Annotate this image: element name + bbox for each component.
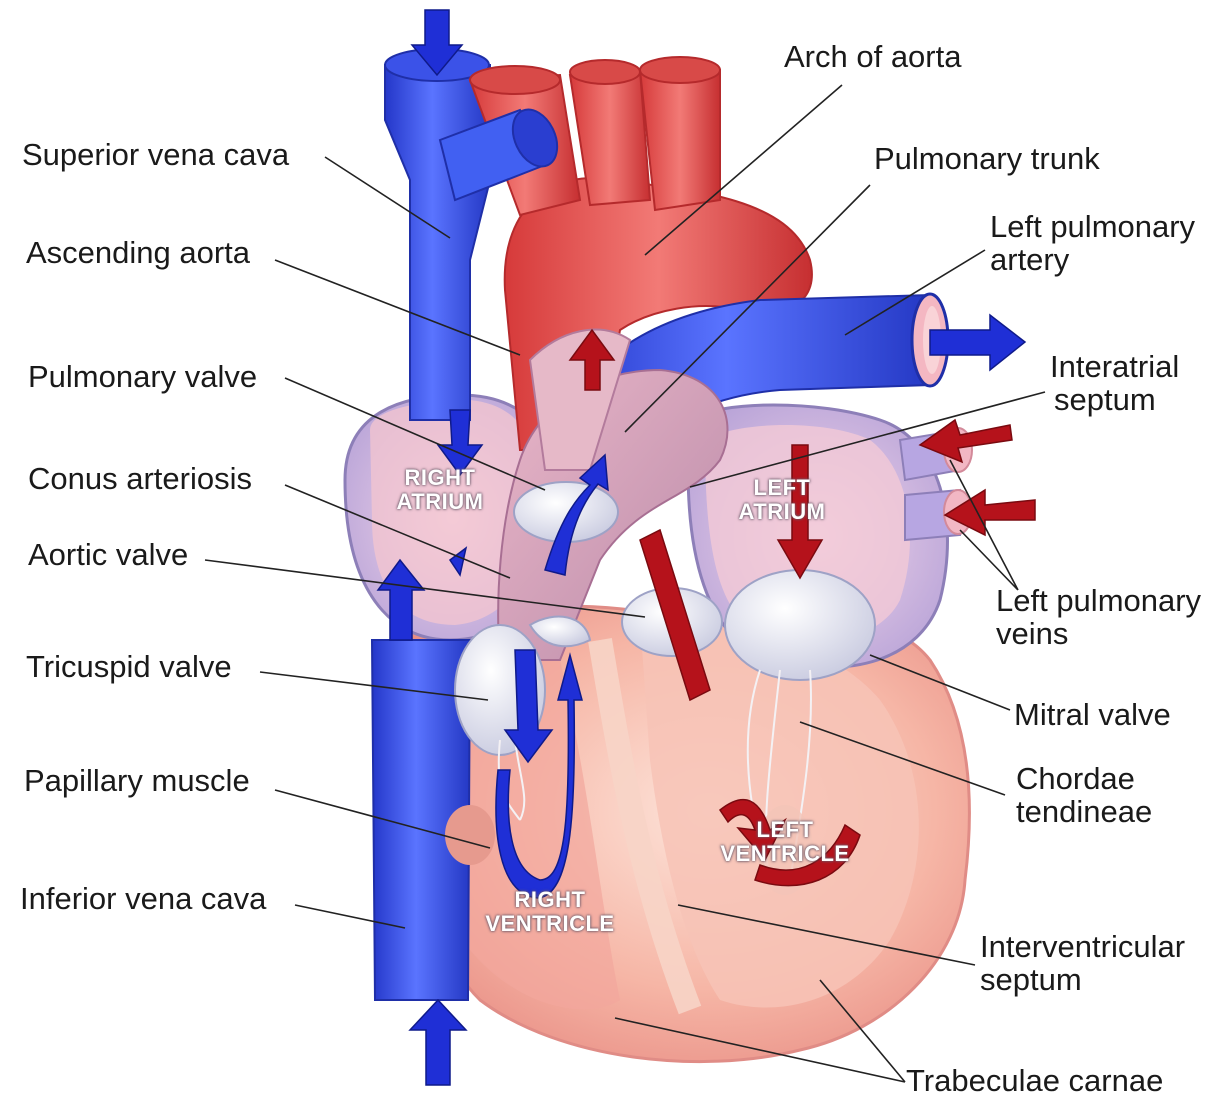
label-interatrial-septum-line2: septum bbox=[1050, 383, 1179, 416]
right-ventricle-label: RIGHT VENTRICLE bbox=[465, 888, 635, 936]
label-ascending-aorta: Ascending aorta bbox=[26, 236, 250, 269]
label-left-pulmonary-artery-line1: Left pulmonary bbox=[990, 210, 1195, 243]
right-atrium-label-line2: ATRIUM bbox=[380, 490, 500, 514]
left-ventricle-label-line2: VENTRICLE bbox=[700, 842, 870, 866]
label-left-pulmonary-veins-line2: veins bbox=[996, 617, 1201, 650]
right-atrium-label: RIGHT ATRIUM bbox=[380, 466, 500, 514]
left-atrium-label-line1: LEFT bbox=[722, 476, 842, 500]
right-atrium-label-line1: RIGHT bbox=[380, 466, 500, 490]
label-conus-arteriosis: Conus arteriosis bbox=[28, 462, 252, 495]
label-left-pulmonary-veins-line1: Left pulmonary bbox=[996, 584, 1201, 617]
label-arch-of-aorta: Arch of aorta bbox=[784, 40, 961, 73]
left-atrium-label: LEFT ATRIUM bbox=[722, 476, 842, 524]
label-superior-vena-cava: Superior vena cava bbox=[22, 138, 289, 171]
label-left-pulmonary-artery: Left pulmonary artery bbox=[990, 210, 1195, 277]
left-ventricle-label-line1: LEFT bbox=[700, 818, 870, 842]
left-atrium-label-line2: ATRIUM bbox=[722, 500, 842, 524]
label-tricuspid-valve: Tricuspid valve bbox=[26, 650, 232, 683]
label-aortic-valve: Aortic valve bbox=[28, 538, 188, 571]
label-papillary-muscle: Papillary muscle bbox=[24, 764, 250, 797]
label-pulmonary-trunk: Pulmonary trunk bbox=[874, 142, 1100, 175]
label-left-pulmonary-veins: Left pulmonary veins bbox=[996, 584, 1201, 651]
right-ventricle-label-line2: VENTRICLE bbox=[465, 912, 635, 936]
label-inferior-vena-cava: Inferior vena cava bbox=[20, 882, 266, 915]
right-ventricle-label-line1: RIGHT bbox=[465, 888, 635, 912]
label-interventricular-septum: Interventricular septum bbox=[980, 930, 1185, 997]
label-left-pulmonary-artery-line2: artery bbox=[990, 243, 1195, 276]
label-interventricular-septum-line2: septum bbox=[980, 963, 1185, 996]
label-pulmonary-valve: Pulmonary valve bbox=[28, 360, 257, 393]
label-chordae-tendineae-line1: Chordae bbox=[1016, 762, 1152, 795]
label-interventricular-septum-line1: Interventricular bbox=[980, 930, 1185, 963]
label-interatrial-septum: Interatrial septum bbox=[1050, 350, 1179, 417]
label-interatrial-septum-line1: Interatrial bbox=[1050, 350, 1179, 383]
label-chordae-tendineae: Chordae tendineae bbox=[1016, 762, 1152, 829]
label-chordae-tendineae-line2: tendineae bbox=[1016, 795, 1152, 828]
label-trabeculae-carnae: Trabeculae carnae bbox=[906, 1064, 1163, 1097]
label-mitral-valve: Mitral valve bbox=[1014, 698, 1171, 731]
left-ventricle-label: LEFT VENTRICLE bbox=[700, 818, 870, 866]
